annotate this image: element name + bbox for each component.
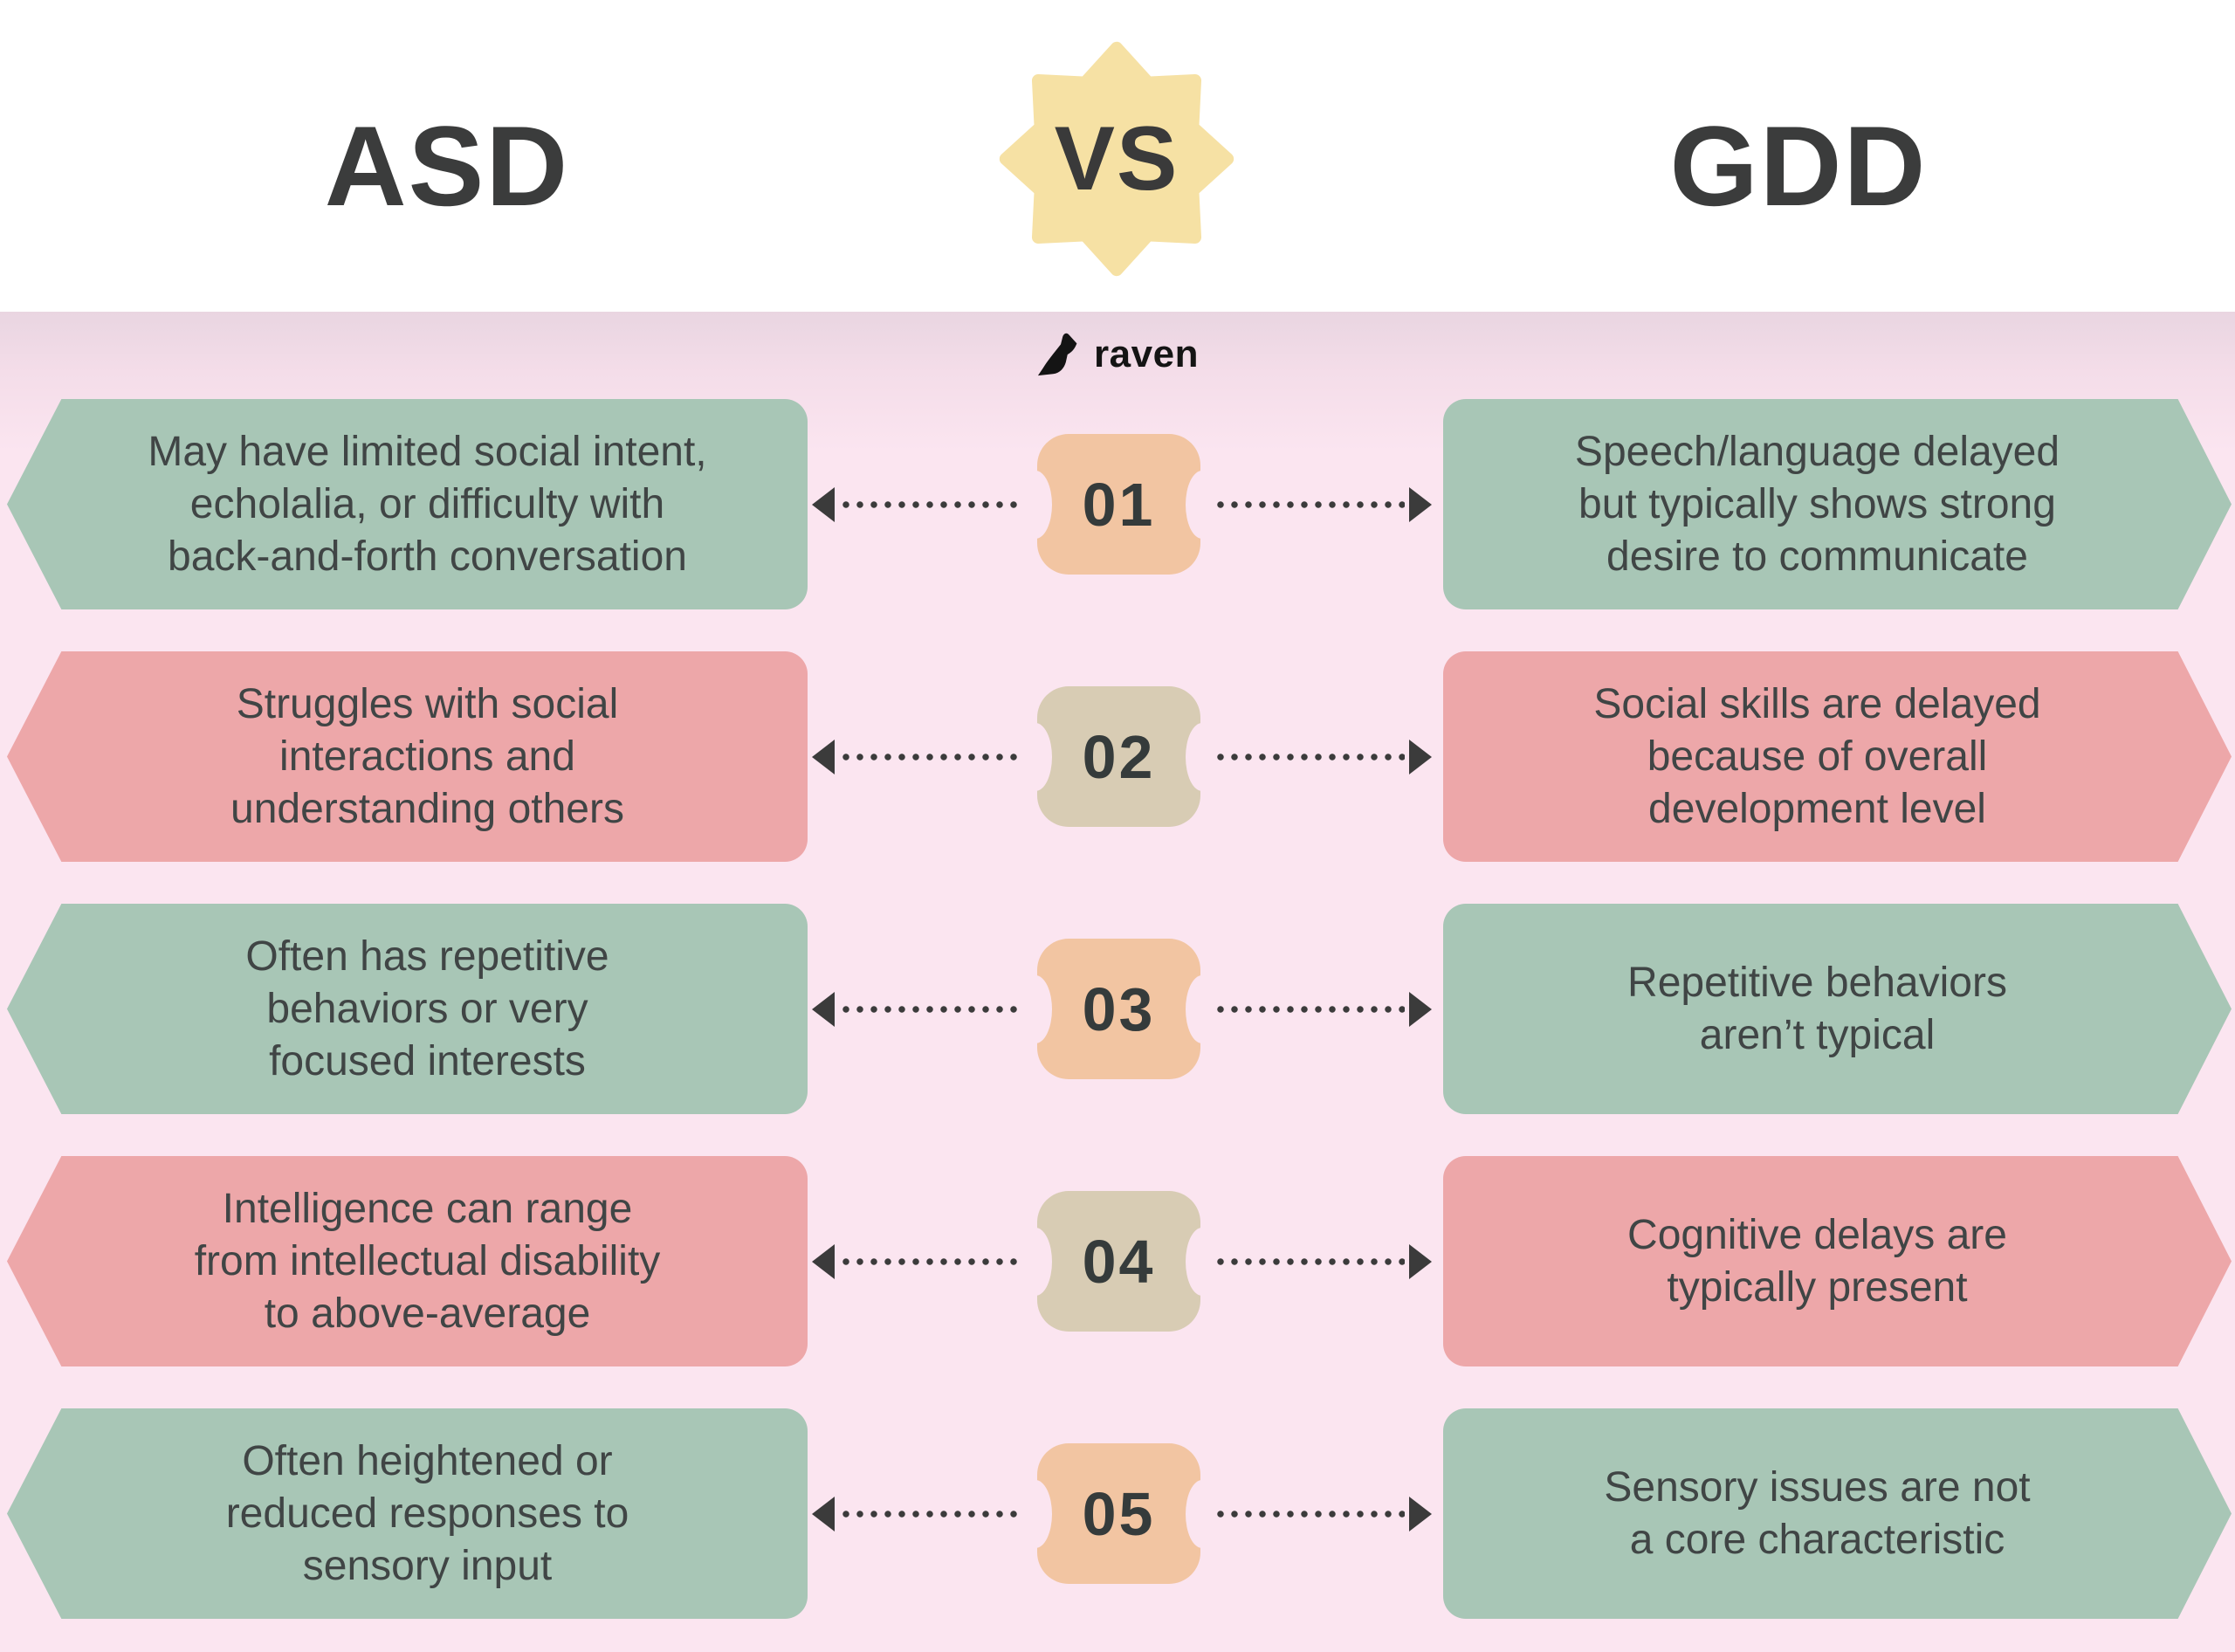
number-badge: 05 (1037, 1443, 1200, 1584)
connector-right (1214, 485, 1432, 524)
gdd-item-text: Speech/language delayed but typically sh… (1574, 428, 2060, 580)
arrowhead-left-icon (812, 486, 835, 522)
number-badge: 04 (1037, 1191, 1200, 1332)
connector-left (812, 738, 1023, 776)
asd-item-box: Often has repetitive behaviors or very f… (7, 904, 808, 1114)
brand-name: raven (1094, 333, 1199, 375)
title-gdd: GDD (1669, 102, 1928, 230)
asd-item-text: Struggles with social interactions and u… (230, 680, 624, 832)
vs-starburst-icon (999, 41, 1234, 277)
header: ASD VS GDD (0, 0, 2235, 312)
number-badge: 02 (1037, 686, 1200, 827)
arrowhead-right-icon (1409, 486, 1432, 522)
asd-item-box: May have limited social intent, echolali… (7, 399, 808, 609)
number-badge: 01 (1037, 434, 1200, 575)
gdd-item-box: Speech/language delayed but typically sh… (1443, 399, 2232, 609)
dotted-line (839, 500, 1023, 508)
arrowhead-right-icon (1409, 991, 1432, 1027)
asd-item-text: Often has repetitive behaviors or very f… (245, 933, 609, 1084)
brand-logo: raven (0, 324, 2235, 385)
asd-item-text: Often heightened or reduced responses to… (225, 1437, 629, 1589)
connector-right (1214, 738, 1432, 776)
dotted-line (839, 753, 1023, 761)
arrowhead-right-icon (1409, 1243, 1432, 1279)
vs-label: VS (1054, 107, 1179, 210)
gdd-item-box: Cognitive delays are typically present (1443, 1156, 2232, 1366)
dotted-line (1214, 1005, 1405, 1013)
gdd-item-box: Social skills are delayed because of ove… (1443, 651, 2232, 862)
dotted-line (1214, 753, 1405, 761)
asd-item-box: Intelligence can range from intellectual… (7, 1156, 808, 1366)
dotted-line (839, 1257, 1023, 1265)
arrowhead-left-icon (812, 1243, 835, 1279)
asd-item-text: May have limited social intent, echolali… (148, 428, 707, 580)
comparison-row: Often heightened or reduced responses to… (0, 1408, 2235, 1619)
gdd-item-text: Sensory issues are not a core characteri… (1604, 1463, 2031, 1563)
comparison-body: raven May have limited social intent, ec… (0, 312, 2235, 1652)
comparison-row: Often has repetitive behaviors or very f… (0, 904, 2235, 1114)
arrowhead-right-icon (1409, 739, 1432, 774)
arrowhead-right-icon (1409, 1496, 1432, 1532)
connector-left (812, 1242, 1023, 1281)
comparison-row: Struggles with social interactions and u… (0, 651, 2235, 862)
comparison-row: May have limited social intent, echolali… (0, 399, 2235, 609)
gdd-item-box: Sensory issues are not a core characteri… (1443, 1408, 2232, 1619)
raven-bird-icon (1037, 333, 1077, 376)
asd-item-text: Intelligence can range from intellectual… (194, 1185, 661, 1337)
dotted-line (1214, 1510, 1405, 1518)
asd-item-box: Often heightened or reduced responses to… (7, 1408, 808, 1619)
asd-item-box: Struggles with social interactions and u… (7, 651, 808, 862)
connector-right (1214, 1495, 1432, 1533)
arrowhead-left-icon (812, 1496, 835, 1532)
gdd-item-text: Cognitive delays are typically present (1627, 1211, 2007, 1311)
vs-badge: VS (998, 40, 1235, 278)
connector-left (812, 990, 1023, 1029)
connector-right (1214, 990, 1432, 1029)
comparison-row: Intelligence can range from intellectual… (0, 1156, 2235, 1366)
arrowhead-left-icon (812, 739, 835, 774)
connector-left (812, 485, 1023, 524)
connector-right (1214, 1242, 1432, 1281)
connector-left (812, 1495, 1023, 1533)
gdd-item-text: Social skills are delayed because of ove… (1593, 680, 2041, 832)
number-badge: 03 (1037, 939, 1200, 1079)
dotted-line (839, 1510, 1023, 1518)
gdd-item-box: Repetitive behaviors aren’t typical (1443, 904, 2232, 1114)
gdd-item-text: Repetitive behaviors aren’t typical (1627, 959, 2007, 1058)
dotted-line (839, 1005, 1023, 1013)
title-asd: ASD (324, 102, 570, 230)
dotted-line (1214, 1257, 1405, 1265)
dotted-line (1214, 500, 1405, 508)
arrowhead-left-icon (812, 991, 835, 1027)
